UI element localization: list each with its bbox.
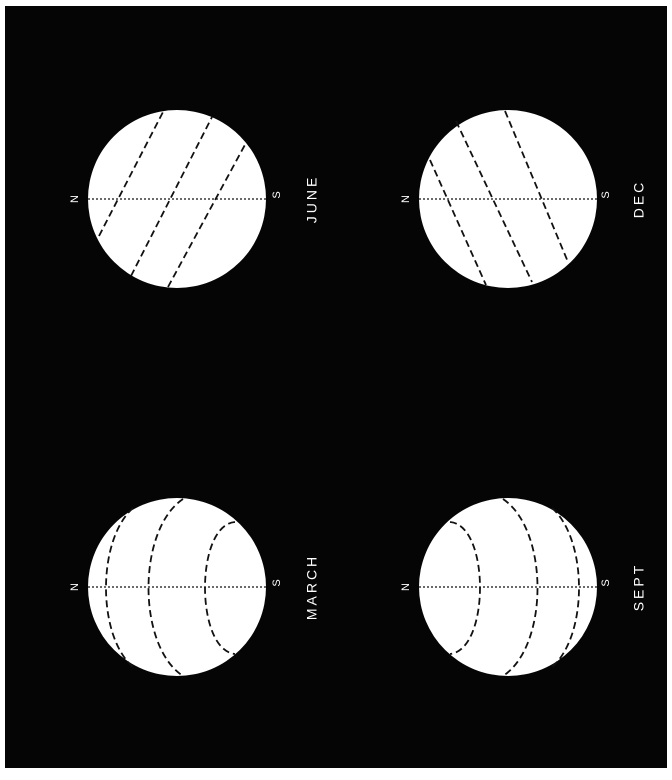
pole-n-dec: N	[400, 195, 412, 203]
pole-s-march: S	[271, 579, 283, 586]
label-june: JUNE	[304, 175, 320, 224]
pole-n-sept: N	[400, 583, 412, 591]
pole-s-june: S	[271, 191, 283, 198]
label-march: MARCH	[304, 554, 320, 620]
label-sept: SEPT	[631, 563, 647, 612]
pole-n-march: N	[69, 583, 81, 591]
label-dec: DEC	[631, 180, 647, 219]
pole-s-sept: S	[600, 579, 612, 586]
black-plate	[5, 6, 667, 768]
pole-n-june: N	[69, 195, 81, 203]
pole-s-dec: S	[600, 191, 612, 198]
